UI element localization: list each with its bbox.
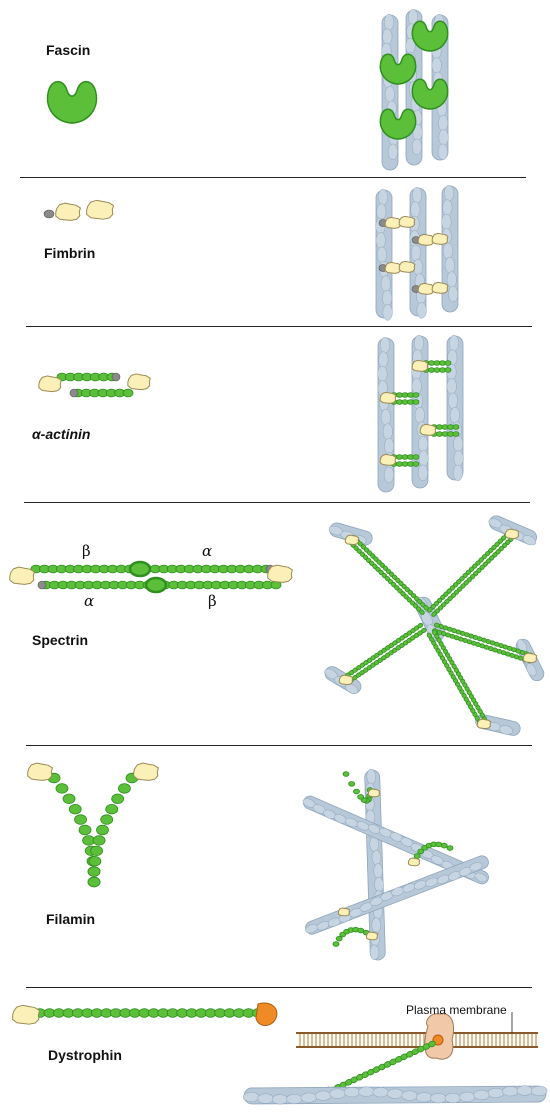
fimbrin-bundle-abd-b-4 <box>431 281 449 294</box>
fascin-bundle-molecule-2 <box>379 53 417 85</box>
alpha-actinin-gray-2 <box>69 388 79 398</box>
divider-4 <box>26 745 532 746</box>
actinin-bundle-abd-1 <box>411 359 429 372</box>
label-spectrin: Spectrin <box>32 632 89 648</box>
alpha-actinin-gray-1 <box>111 372 121 382</box>
divider-3 <box>24 502 530 503</box>
divider-1 <box>20 177 526 178</box>
filamin-arm-right <box>87 772 139 888</box>
filamin-abd-right <box>133 762 159 781</box>
fascin-actin-filament-1 <box>381 14 399 171</box>
fimbrin-bundle-abd-b-1 <box>398 215 416 228</box>
spectrin-subunit-bottom-right: β <box>208 592 217 610</box>
dystrophin-rod <box>34 1008 264 1018</box>
fascin-molecule-single <box>46 81 98 124</box>
spectrin-network-abd-3 <box>338 674 354 686</box>
dystrophin-actin-filament <box>243 1085 548 1105</box>
alpha-actinin-abd-right <box>127 373 151 391</box>
fimbrin-bundle-abd-a-3 <box>384 261 402 274</box>
spectrin-network-tetramer-a-3 <box>344 627 427 686</box>
spectrin-abd-right <box>267 564 293 583</box>
spectrin-network-tetramer-a-1 <box>347 539 425 615</box>
plasma-membrane <box>296 1032 538 1048</box>
dystrophin-abd <box>12 1004 41 1025</box>
spectrin-network-tetramer-b-3 <box>341 622 424 681</box>
spectrin-network-tetramer-b-2 <box>431 533 517 617</box>
alpha-actinin-abd-left <box>38 375 62 393</box>
filamin-network-abd-3 <box>337 907 351 917</box>
fimbrin-abd-2 <box>86 199 115 220</box>
label-fimbrin: Fimbrin <box>44 245 96 261</box>
actinin-bundle-abd-2 <box>379 391 397 404</box>
fimbrin-actin-filament-3 <box>441 185 459 313</box>
fimbrin-bundle-abd-a-4 <box>417 282 435 295</box>
label-filamin: Filamin <box>46 911 96 927</box>
alpha-actinin-rod-top <box>56 372 118 382</box>
label-dystrophin: Dystrophin <box>48 1047 122 1063</box>
actinin-bundle-rod-a-2 <box>390 392 420 398</box>
spectrin-abd-left <box>9 566 35 585</box>
spectrin-network-tetramer-a-2 <box>427 529 513 613</box>
fimbrin-bundle-abd-b-2 <box>431 232 449 245</box>
fimbrin-gray-domain <box>43 209 55 219</box>
divider-2 <box>26 326 532 327</box>
spectrin-network-tetramer-b-1 <box>351 535 429 611</box>
fimbrin-actin-filament-1 <box>375 189 393 321</box>
dystrophin-network-rod <box>328 1040 436 1094</box>
filamin-network-link-2 <box>410 841 454 865</box>
spectrin-network-tetramer-b-5 <box>426 632 484 729</box>
filamin-actin-filament-diag-2 <box>305 855 489 935</box>
plasma-membrane-label: Plasma membrane <box>406 1003 507 1017</box>
dystrophin-orange-domain <box>255 1002 278 1026</box>
spectrin-gray-bottom <box>37 580 47 590</box>
label-alpha-actinin: α-actinin <box>32 426 91 442</box>
label-fascin: Fascin <box>46 42 91 58</box>
spectrin-network-tetramer-a-4 <box>433 622 534 658</box>
divider-5 <box>26 987 532 988</box>
spectrin-network-abd-1 <box>344 534 360 546</box>
filamin-network-abd-1 <box>367 788 381 798</box>
fimbrin-actin-filament-2 <box>409 187 427 319</box>
fascin-bundle-molecule-1 <box>411 20 449 52</box>
fascin-bundle-molecule-4 <box>379 108 417 140</box>
fimbrin-bundle-abd-a-2 <box>417 233 435 246</box>
actinin-bundle-abd-4 <box>379 453 397 466</box>
spectrin-network-abd-2 <box>504 528 520 540</box>
fascin-bundle-molecule-3 <box>411 78 449 110</box>
alpha-actinin-actin-filament-1 <box>377 337 395 493</box>
actinin-bundle-abd-3 <box>419 423 437 436</box>
alpha-actinin-actin-filament-3 <box>446 335 464 481</box>
spectrin-network-abd-5 <box>476 718 492 730</box>
spectrin-subunit-bottom-left: α <box>84 592 95 610</box>
filamin-network-abd-4 <box>365 931 379 941</box>
alpha-actinin-rod-bottom <box>72 388 134 398</box>
fimbrin-bundle-abd-a-1 <box>384 216 402 229</box>
fimbrin-abd-1 <box>55 202 81 221</box>
spectrin-network-abd-4 <box>522 652 538 664</box>
filamin-abd-left <box>27 762 53 781</box>
spectrin-dimerization-site-bottom <box>144 576 168 594</box>
fimbrin-bundle-abd-b-3 <box>398 260 416 273</box>
spectrin-subunit-top-right: α <box>202 542 213 560</box>
spectrin-subunit-top-left: β <box>82 542 91 560</box>
filamin-network-abd-2 <box>407 857 421 867</box>
spectrin-dimerization-site-top <box>128 560 152 578</box>
